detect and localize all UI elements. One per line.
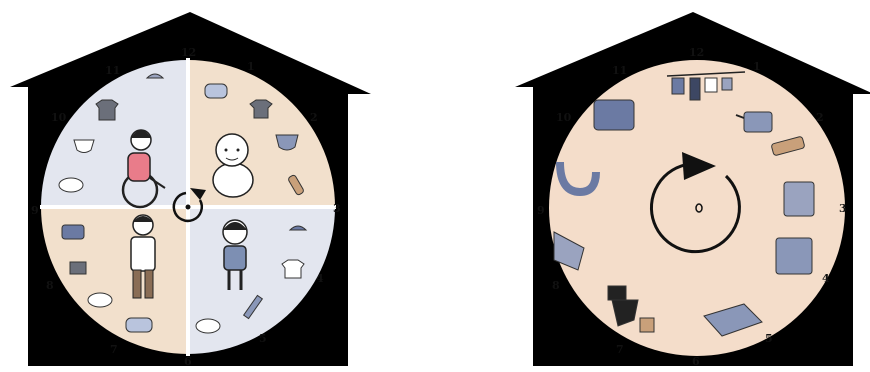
left-num-1: 1 [247,60,255,73]
right-num-6: 6 [692,355,700,368]
shirt-icon [96,100,118,120]
right-num-1: 1 [753,60,761,73]
tshirt-icon [282,260,304,278]
right-num-2: 2 [816,111,824,124]
right-house: 12 1 2 3 4 5 6 7 8 9 10 11 [515,12,870,368]
right-num-9: 9 [537,204,545,217]
left-num-10: 10 [51,111,67,124]
oven-icon [776,238,812,274]
left-num-7: 7 [110,343,118,356]
left-num-8: 8 [46,279,54,292]
sink-washing-icon [594,100,634,130]
right-num-4: 4 [822,272,830,285]
left-num-3: 3 [333,202,341,215]
dishwasher-icon [784,182,814,216]
right-num-12: 12 [689,46,704,59]
bowl-icon [196,319,220,333]
left-num-2: 2 [310,111,318,124]
left-num-5: 5 [259,332,267,345]
right-num-8: 8 [552,279,560,292]
laundry-icon [62,225,84,239]
left-num-12: 12 [181,46,196,59]
bowl-icon [59,178,83,192]
right-num-7: 7 [616,343,624,356]
right-num-10: 10 [556,111,572,124]
bowl-icon [88,293,112,307]
right-num-5: 5 [765,332,773,345]
right-num-11: 11 [612,64,627,77]
left-num-6: 6 [184,355,192,368]
right-num-3: 3 [839,202,847,215]
clothes-icon [70,262,86,274]
bath-icon [205,84,227,98]
left-num-4: 4 [316,272,324,285]
diaper-icon [276,135,298,150]
left-num-11: 11 [105,64,120,77]
bath-icon [126,318,152,332]
left-num-9: 9 [31,204,39,217]
left-house: 12 1 2 3 4 5 6 7 8 9 10 11 [10,12,371,368]
